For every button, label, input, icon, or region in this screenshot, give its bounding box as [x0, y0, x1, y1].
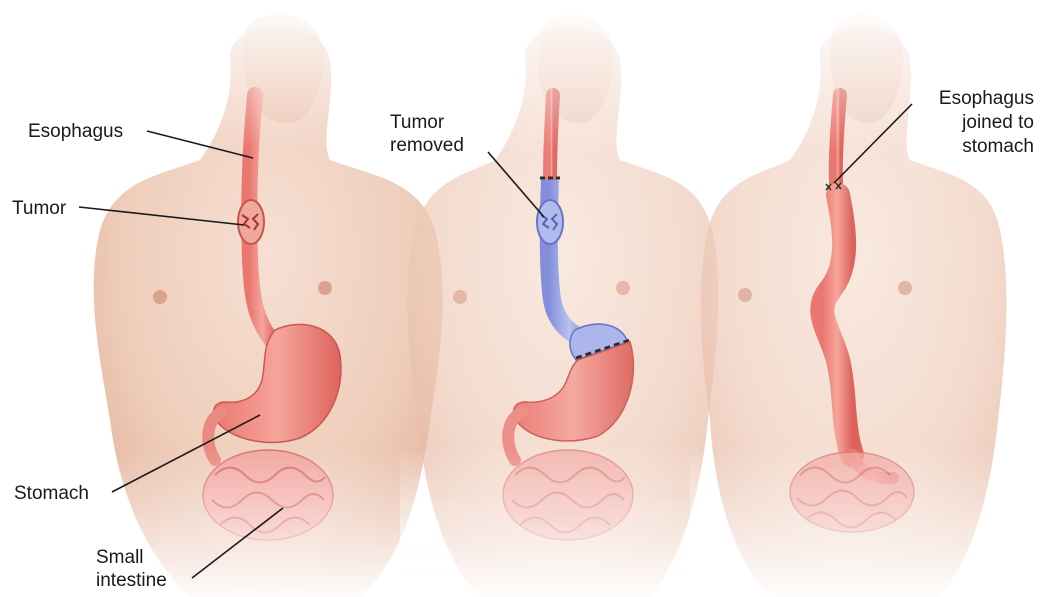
label-stomach: Stomach: [14, 483, 89, 504]
label-esophagus-joined-2: joined to: [961, 112, 1034, 133]
label-esophagus-joined-3: stomach: [962, 136, 1034, 157]
label-tumor-removed-1: Tumor: [390, 112, 445, 133]
panel-removal: [400, 0, 730, 597]
label-small-intestine-2: intestine: [96, 570, 167, 591]
label-tumor-removed-2: removed: [390, 135, 464, 156]
label-small-intestine-1: Small: [96, 547, 144, 568]
label-esophagus-joined-1: Esophagus: [939, 88, 1034, 109]
label-tumor: Tumor: [12, 198, 67, 219]
label-esophagus: Esophagus: [28, 121, 123, 142]
